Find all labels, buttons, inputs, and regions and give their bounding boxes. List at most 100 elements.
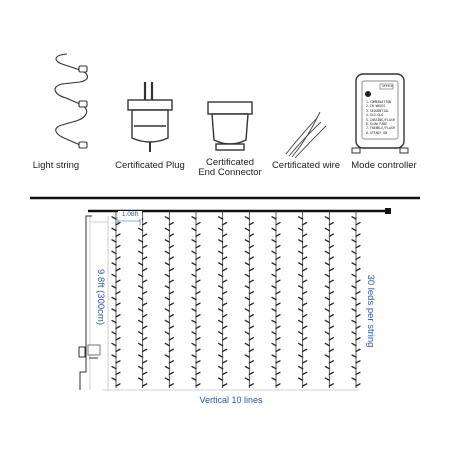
led-bulb	[111, 377, 117, 381]
led-bulb	[248, 256, 254, 260]
led-bulb	[351, 216, 357, 220]
led-bulb	[115, 314, 121, 318]
led-bulb	[115, 383, 121, 387]
led-bulb	[115, 221, 121, 226]
led-bulb	[138, 285, 144, 289]
led-bulb	[355, 337, 361, 341]
led-bulb	[298, 319, 304, 324]
led-bulb	[191, 308, 197, 312]
led-bulb	[111, 239, 117, 243]
led-bulb	[168, 371, 174, 376]
led-bulb	[138, 296, 144, 301]
caption-end-connector: Certificated End Connector	[198, 157, 262, 178]
led-bulb	[195, 267, 201, 272]
led-bulb	[324, 216, 330, 220]
led-bulb	[195, 383, 201, 387]
led-bulb	[191, 285, 197, 289]
led-bulb	[324, 331, 330, 335]
lines-label: Vertical 10 lines	[199, 395, 263, 405]
led-bulb	[328, 279, 334, 283]
led-bulb	[324, 296, 330, 301]
led-bulb	[222, 233, 228, 237]
led-bulb	[218, 227, 224, 232]
led-bulb	[164, 377, 170, 381]
led-bulb	[244, 250, 250, 255]
led-bulb	[302, 233, 308, 237]
led-bulb	[222, 291, 228, 295]
led-bulb	[248, 221, 254, 226]
led-bulb	[115, 302, 121, 307]
led-bulb	[351, 285, 357, 289]
led-bulb	[142, 371, 148, 376]
controller-mode-item: 8.STEADY ON	[366, 130, 388, 135]
led-bulb	[142, 302, 148, 307]
led-bulb	[142, 221, 148, 226]
led-bulb	[324, 342, 330, 347]
caption-plug: Certificated Plug	[115, 160, 185, 171]
controller-mode-item: 1.COMBINATION	[366, 100, 391, 104]
led-bulb	[111, 296, 117, 301]
led-bulb	[275, 279, 281, 283]
led-bulb	[142, 233, 148, 237]
led-bulb	[328, 337, 334, 341]
light-lines	[111, 211, 361, 388]
led-bulb	[248, 244, 254, 249]
led-bulb	[328, 244, 334, 249]
led-bulb	[302, 267, 308, 272]
led-bulb	[271, 216, 277, 220]
led-bulb	[298, 239, 304, 243]
led-bulb	[168, 256, 174, 260]
led-bulb	[138, 262, 144, 266]
led-bulb	[302, 244, 308, 249]
led-bulb	[142, 383, 148, 387]
led-bulb	[275, 291, 281, 295]
led-bulb	[195, 302, 201, 307]
led-bulb	[324, 250, 330, 255]
led-bulb	[248, 279, 254, 283]
led-bulb	[351, 342, 357, 347]
led-bulb	[244, 285, 250, 289]
led-bulb	[244, 296, 250, 301]
led-bulb	[195, 256, 201, 260]
led-bulb	[218, 262, 224, 266]
led-bulb	[142, 348, 148, 353]
led-bulb	[168, 279, 174, 283]
led-bulb	[355, 291, 361, 295]
led-bulb	[138, 319, 144, 324]
led-bulb	[302, 337, 308, 341]
led-bulb	[351, 296, 357, 301]
controller-mode-item: 6.SLOW FADE	[366, 122, 388, 127]
led-bulb	[111, 216, 117, 220]
led-bulb	[115, 360, 121, 364]
led-bulb	[138, 331, 144, 335]
led-bulb	[115, 256, 121, 260]
light-line	[351, 211, 361, 388]
led-bulb	[111, 331, 117, 335]
led-bulb	[328, 291, 334, 295]
led-bulb	[355, 244, 361, 249]
led-bulb	[271, 250, 277, 255]
led-bulb	[222, 371, 228, 376]
led-bulb	[164, 296, 170, 301]
led-bulb	[351, 250, 357, 255]
led-bulb	[138, 227, 144, 232]
led-bulb	[142, 325, 148, 330]
led-bulb	[218, 319, 224, 324]
led-bulb	[271, 319, 277, 324]
led-bulb	[248, 233, 254, 237]
light-line	[138, 211, 148, 388]
led-bulb	[168, 325, 174, 330]
led-bulb	[191, 296, 197, 301]
led-bulb	[142, 360, 148, 364]
led-bulb	[275, 337, 281, 341]
led-bulb	[191, 377, 197, 381]
controller-mode-item: 2.IN WAVES	[366, 104, 386, 109]
led-bulb	[195, 337, 201, 341]
led-bulb	[351, 377, 357, 381]
led-bulb	[195, 279, 201, 283]
led-bulb	[164, 319, 170, 324]
led-bulb	[218, 365, 224, 370]
led-bulb	[355, 233, 361, 237]
led-bulb	[355, 256, 361, 260]
led-bulb	[111, 227, 117, 232]
